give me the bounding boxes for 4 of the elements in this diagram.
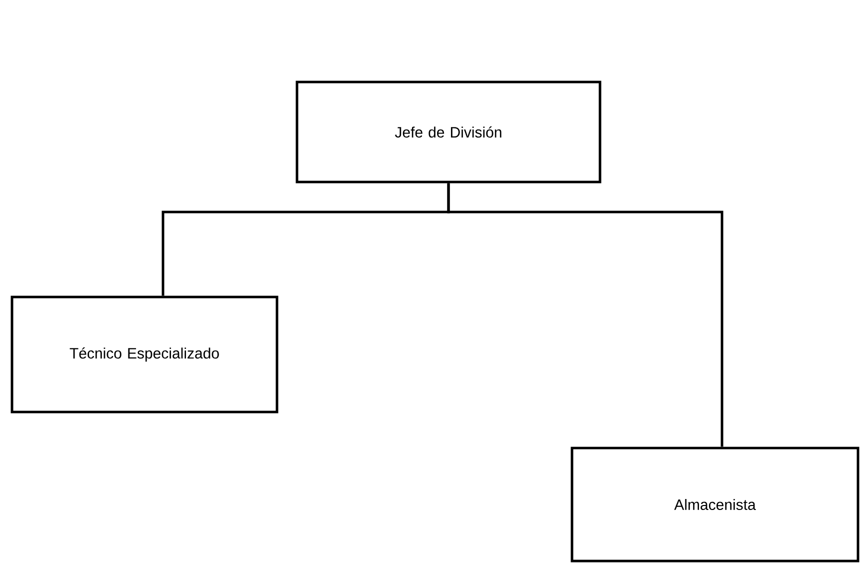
org-box: Técnico Especializado [10,296,278,414]
org-box: Jefe de División [296,80,602,184]
connector-line [447,183,724,447]
org-box: Almacenista [570,446,860,562]
